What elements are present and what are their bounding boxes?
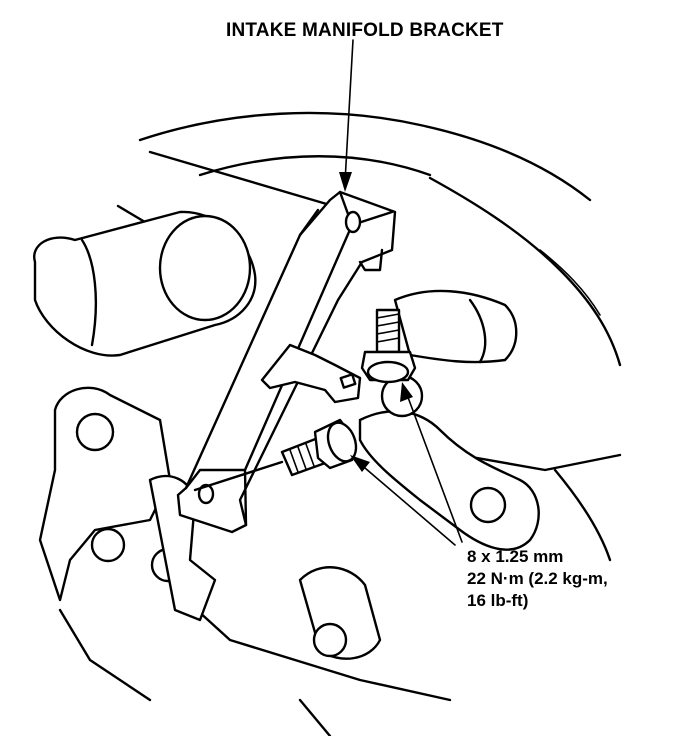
leader-lines [339, 39, 463, 546]
engine-lower-block [38, 374, 540, 660]
torque-metric-label: 22 N·m (2.2 kg-m, [467, 569, 608, 588]
upper-bolt [360, 308, 417, 384]
intake-manifold-bracket [176, 190, 397, 534]
lower-bolt-arrow-head [350, 455, 370, 472]
bolt-spec-callout: 8 x 1.25 mm 22 N·m (2.2 kg-m, 16 lb-ft) [467, 546, 608, 612]
coolant-hose [393, 289, 518, 364]
torque-imperial-label: 16 lb-ft) [467, 591, 529, 610]
upper-bolt-arrow-head [400, 382, 413, 402]
title-arrow-head [339, 172, 352, 192]
bracket-title-label: INTAKE MANIFOLD BRACKET [226, 20, 504, 41]
bolt-size-label: 8 x 1.25 mm [467, 547, 564, 566]
lower-bolt [193, 418, 358, 492]
intake-pipe [33, 210, 257, 357]
